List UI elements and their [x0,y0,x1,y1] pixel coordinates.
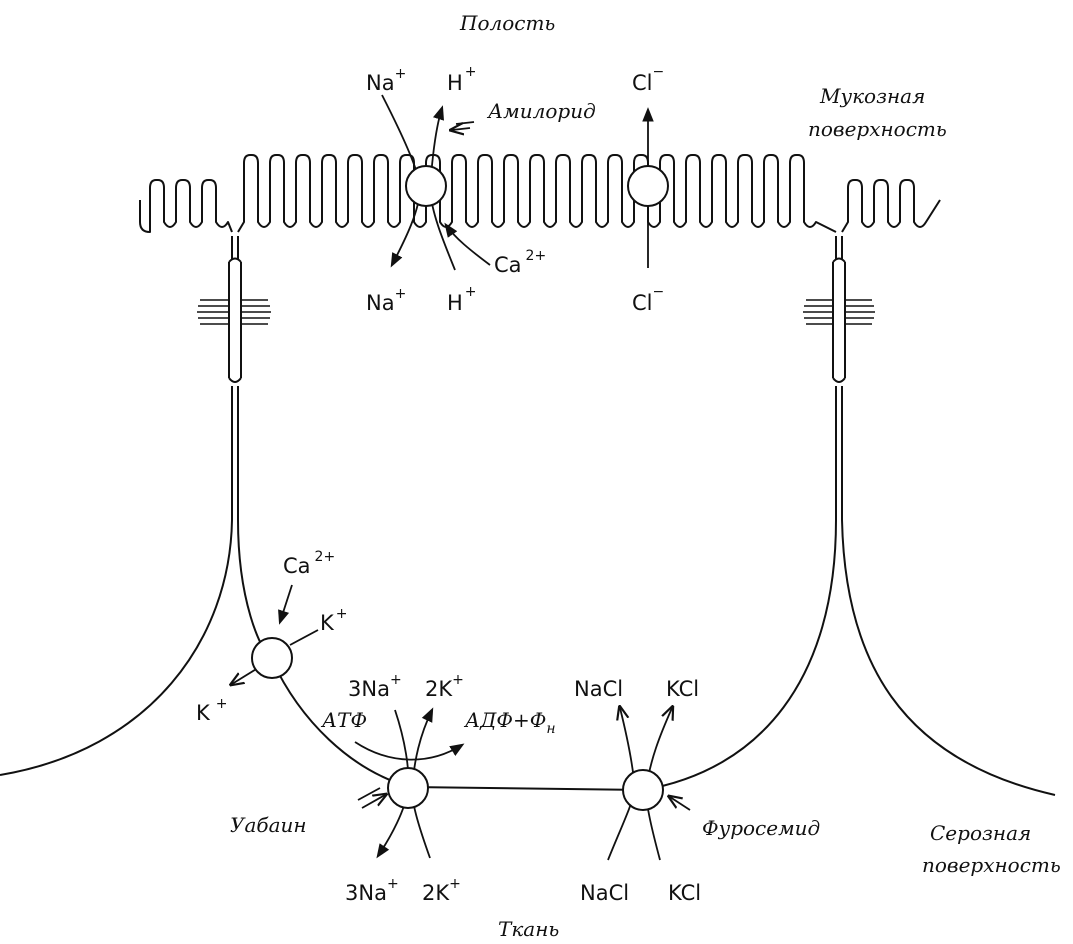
na-ion-lumen: Na+ [366,66,406,95]
serosal-surface-label-1: Серозная [930,821,1031,845]
na-h-exchanger [381,94,491,271]
h-ion-lumen: H+ [447,64,477,95]
right-desmosome [803,299,875,325]
na-ion-cell: Na+ [366,286,406,315]
na-k-atpase-carrier [387,767,429,809]
cell-membrane-outline [0,236,1056,796]
nacl-kcl-cotransporter-carrier [622,769,664,811]
3na-ion-cell: 3Na+ [348,672,402,701]
furosemide-label: Фуросемид [702,816,820,840]
cl-channel [627,107,669,268]
3na-ion-tissue: 3Na+ [345,876,399,905]
serosal-surface-label-2: поверхность [922,853,1061,877]
ouabain-label: Уабаин [230,813,307,837]
h-ion-cell: H+ [447,284,477,315]
left-desmosome [197,299,271,325]
k-channel [232,584,319,684]
nacl-tissue: NaCl [580,881,629,905]
k-ion-tissue: K+ [196,696,228,725]
kcl-tissue: KCl [668,881,701,905]
mucosal-surface-label-2: поверхность [808,117,947,141]
tissue-label: Ткань [498,917,559,941]
na-h-exchanger-carrier [405,165,447,207]
k-channel-carrier [251,637,293,679]
lumen-label: Полость [459,11,555,35]
nacl-cell: NaCl [574,677,623,701]
cl-ion-lumen: Cl− [632,64,664,95]
na-k-atpase [354,707,465,859]
k-ion-cell: K+ [320,606,348,635]
atp-label: АТФ [320,708,367,732]
apical-membrane-microvilli [139,154,941,233]
adp-pi-label: АДФ+Фн [463,708,556,737]
cl-ion-cell: Cl− [632,284,664,315]
cl-channel-carrier [627,165,669,207]
mucosal-surface-label-1: Мукозная [819,84,925,108]
nacl-kcl-cotransporter [607,708,691,861]
2k-ion-tissue: 2K+ [422,876,461,905]
2k-ion-cell: 2K+ [425,672,464,701]
amiloride-label: Амилорид [486,99,596,123]
kcl-cell: KCl [666,677,699,701]
